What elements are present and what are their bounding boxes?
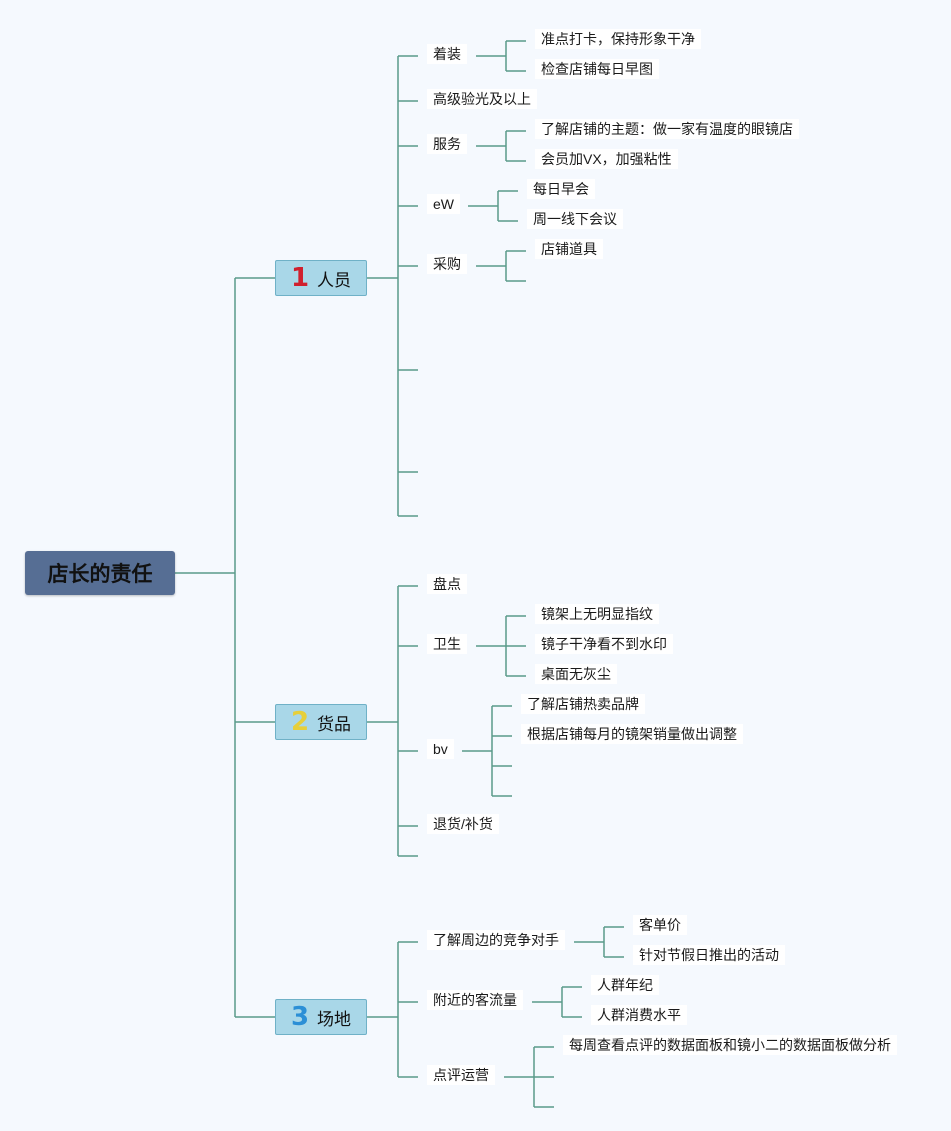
subtopic-node[interactable]: 了解店铺的主题：做一家有温度的眼镜店 bbox=[535, 119, 799, 139]
subtopic-node[interactable]: 会员加VX，加强粘性 bbox=[535, 149, 678, 169]
topic-node[interactable]: 服务 bbox=[427, 134, 467, 154]
subtopic-node-label: 桌面无灰尘 bbox=[535, 664, 617, 684]
subtopic-node-label: 店铺道具 bbox=[535, 239, 603, 259]
subtopic-node-label: 准点打卡，保持形象干净 bbox=[535, 29, 701, 49]
subtopic-node[interactable]: 镜子干净看不到水印 bbox=[535, 634, 673, 654]
topic-node[interactable]: 退货/补货 bbox=[427, 814, 499, 834]
subtopic-node-label: 了解店铺的主题：做一家有温度的眼镜店 bbox=[535, 119, 799, 139]
branch-node-1[interactable]: 1 人员 bbox=[275, 260, 367, 296]
topic-node-label: 了解周边的竞争对手 bbox=[427, 930, 565, 950]
subtopic-node-label: 每周查看点评的数据面板和镜小二的数据面板做分析 bbox=[563, 1035, 897, 1055]
topic-node-label: 高级验光及以上 bbox=[427, 89, 537, 109]
subtopic-node[interactable]: 客单价 bbox=[633, 915, 687, 935]
topic-node[interactable]: 点评运营 bbox=[427, 1065, 495, 1085]
topic-node[interactable]: 高级验光及以上 bbox=[427, 89, 537, 109]
subtopic-node[interactable]: 每日早会 bbox=[527, 179, 595, 199]
topic-node[interactable]: 附近的客流量 bbox=[427, 990, 523, 1010]
subtopic-node[interactable]: 每周查看点评的数据面板和镜小二的数据面板做分析 bbox=[563, 1035, 897, 1055]
branch-number: 2 bbox=[290, 707, 310, 737]
branch-label: 场地 bbox=[317, 1009, 352, 1029]
subtopic-node-label: 检查店铺每日早图 bbox=[535, 59, 659, 79]
topic-node[interactable]: eW bbox=[427, 194, 460, 214]
topic-node[interactable]: 着装 bbox=[427, 44, 467, 64]
topic-node-label: 采购 bbox=[427, 254, 467, 274]
branch-number: 3 bbox=[290, 1002, 310, 1032]
subtopic-node-label: 了解店铺热卖品牌 bbox=[521, 694, 645, 714]
topic-node[interactable]: 卫生 bbox=[427, 634, 467, 654]
subtopic-node-label: 会员加VX，加强粘性 bbox=[535, 149, 678, 169]
topic-node[interactable]: 采购 bbox=[427, 254, 467, 274]
subtopic-node[interactable]: 了解店铺热卖品牌 bbox=[521, 694, 645, 714]
topic-node-label: 点评运营 bbox=[427, 1065, 495, 1085]
subtopic-node[interactable]: 店铺道具 bbox=[535, 239, 603, 259]
topic-node-label: 着装 bbox=[427, 44, 467, 64]
subtopic-node[interactable]: 针对节假日推出的活动 bbox=[633, 945, 785, 965]
subtopic-node[interactable]: 人群年纪 bbox=[591, 975, 659, 995]
subtopic-node[interactable]: 镜架上无明显指纹 bbox=[535, 604, 659, 624]
subtopic-node[interactable]: 人群消费水平 bbox=[591, 1005, 687, 1025]
branch-label: 人员 bbox=[317, 270, 352, 290]
subtopic-node[interactable]: 准点打卡，保持形象干净 bbox=[535, 29, 701, 49]
topic-node-label: 卫生 bbox=[427, 634, 467, 654]
branch-node-3[interactable]: 3 场地 bbox=[275, 999, 367, 1035]
subtopic-node[interactable]: 根据店铺每月的镜架销量做出调整 bbox=[521, 724, 743, 744]
branch-node-2[interactable]: 2 货品 bbox=[275, 704, 367, 740]
topic-node-label: bv bbox=[427, 739, 454, 759]
topic-node[interactable]: bv bbox=[427, 739, 454, 759]
subtopic-node-label: 镜架上无明显指纹 bbox=[535, 604, 659, 624]
subtopic-node[interactable]: 检查店铺每日早图 bbox=[535, 59, 659, 79]
subtopic-node-label: 客单价 bbox=[633, 915, 687, 935]
subtopic-node-label: 镜子干净看不到水印 bbox=[535, 634, 673, 654]
topic-node-label: 服务 bbox=[427, 134, 467, 154]
subtopic-node[interactable]: 周一线下会议 bbox=[527, 209, 623, 229]
topic-node-label: eW bbox=[427, 194, 460, 214]
branch-number: 1 bbox=[290, 263, 310, 293]
topic-node-label: 附近的客流量 bbox=[427, 990, 523, 1010]
subtopic-node-label: 人群消费水平 bbox=[591, 1005, 687, 1025]
topic-node-label: 盘点 bbox=[427, 574, 467, 594]
root-label: 店长的责任 bbox=[47, 563, 153, 586]
topic-node[interactable]: 盘点 bbox=[427, 574, 467, 594]
topic-node[interactable]: 了解周边的竞争对手 bbox=[427, 930, 565, 950]
root-node[interactable]: 店长的责任 bbox=[25, 551, 175, 595]
subtopic-node[interactable]: 桌面无灰尘 bbox=[535, 664, 617, 684]
topic-node-label: 退货/补货 bbox=[427, 814, 499, 834]
branch-label: 货品 bbox=[317, 714, 352, 734]
subtopic-node-label: 针对节假日推出的活动 bbox=[633, 945, 785, 965]
subtopic-node-label: 根据店铺每月的镜架销量做出调整 bbox=[521, 724, 743, 744]
subtopic-node-label: 每日早会 bbox=[527, 179, 595, 199]
subtopic-node-label: 周一线下会议 bbox=[527, 209, 623, 229]
subtopic-node-label: 人群年纪 bbox=[591, 975, 659, 995]
